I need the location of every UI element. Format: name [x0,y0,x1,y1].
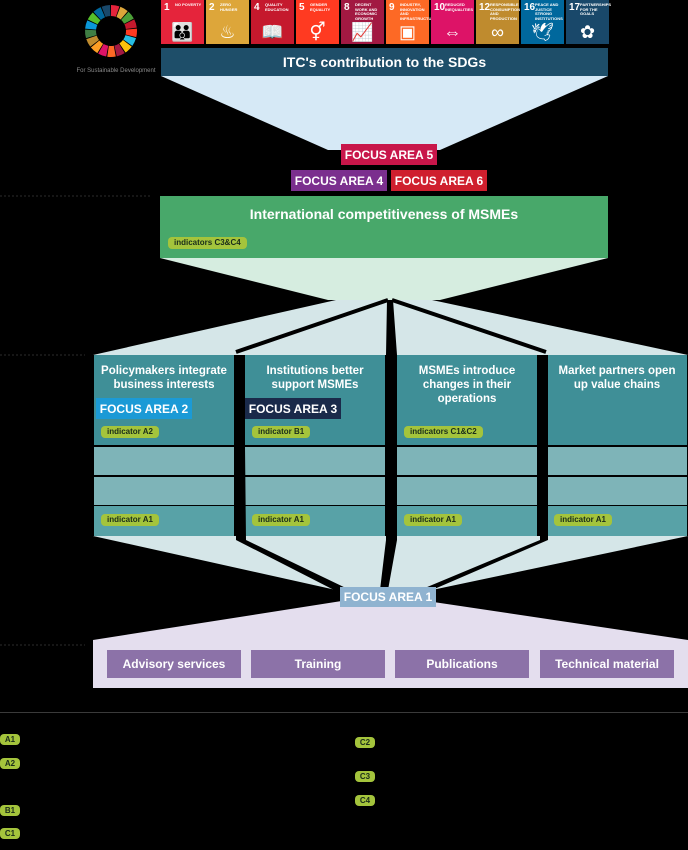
legend-divider [0,712,688,713]
indicator-badge-bottom: indicator A1 [252,514,310,526]
sdg-tile-2: 2 Zero hunger ♨ [206,0,249,44]
legend-indicator-c4: C4 [355,795,375,806]
sdg-tile-label: Reduced inequalities [445,2,474,12]
sdg-tile-number: 2 [209,2,215,13]
sdg-tile-label: Quality education [265,2,289,12]
sdg-tile-number: 17 [569,2,581,13]
sdg-tile-number: 9 [389,2,395,13]
legend-indicator-c2: C2 [355,737,375,748]
sdg-tile-label: Gender equality [310,2,331,12]
legend-indicator-b1: B1 [0,805,20,816]
sdg-tile-16: 16Peace and justice strong institutions🕊 [521,0,564,44]
outcome-band-b [94,477,234,505]
outcome-band-a [94,447,234,475]
outcome-band-b [397,477,537,505]
sdg-tile-4: 4 Quality education 📖 [251,0,294,44]
sdg-tile-label: Peace and justice strong institutions [535,2,563,21]
itc-contribution-bar: ITC's contribution to the SDGs [161,48,608,76]
legend-indicator-c1: C1 [0,828,20,839]
sdg-tile-label: Zero hunger [220,2,238,12]
outcome-column-4 [547,355,687,445]
sdg-tile-label: Responsible consumption and production [490,2,520,21]
equality-icon: ⇔ [443,22,462,42]
sdg-tile-label: Decent work and economic growth [355,2,378,21]
focus-area-5-badge: FOCUS AREA 5 [341,144,437,165]
sdg-tile-number: 10 [434,2,446,13]
indicator-badge-top: indicator B1 [252,426,311,438]
infinity-icon: ∞ [491,22,504,42]
service-publications: Publications [395,650,529,678]
legend-indicator-c3: C3 [355,771,375,782]
sdg-tile-8: 8 Decent work and economic growth📈 [341,0,384,44]
bowl-icon: ♨ [219,22,236,42]
sdg-tile-9: 9 Industry, innovation and infrastructure… [386,0,437,44]
sdg-tile-1: 1 No poverty 👪 [161,0,204,44]
sdg-tile-5: 5 Gender equality ⚥ [296,0,339,44]
focus-area-4-badge: FOCUS AREA 4 [291,170,387,191]
indicator-badge-top: indicators C1&C2 [404,426,483,438]
sdg-tile-number: 16 [524,2,536,13]
competitiveness-title: International competitiveness of MSMEs [249,206,519,222]
sdg-tile-number: 4 [254,2,260,13]
outcome-title: Market partners open up value chains [558,365,676,391]
sdg-tile-label: Industry, innovation and infrastructure [400,2,437,21]
flower-icon: ✿ [579,22,596,42]
sdg-tile-label: Partnerships for the goals [580,2,612,16]
focus-area-6-badge: FOCUS AREA 6 [391,170,487,191]
outcome-title: MSMEs introduce changes in their operati… [418,365,516,405]
sdg-tile-number: 8 [344,2,350,13]
growth-chart-icon: 📈 [351,22,374,42]
service-technical-material: Technical material [540,650,674,678]
indicator-badge-top: indicator A2 [101,426,159,438]
outcome-title: Institutions better support MSMEs [266,365,364,391]
book-icon: 📖 [261,22,284,42]
legend-indicator-a1: A1 [0,734,20,745]
focus-area-3-badge: FOCUS AREA 3 [245,398,341,419]
sdg-tile-label: No poverty [175,2,202,7]
sdg-wheel-logo [85,5,138,58]
outcome-band-b [547,477,687,505]
service-training: Training [251,650,385,678]
sdg-tile-number: 5 [299,2,305,13]
indicator-badge-bottom: indicator A1 [404,514,462,526]
sdg-tile-number: 12 [479,2,491,13]
focus-area-1-badge: FOCUS AREA 1 [340,587,436,607]
outcome-band-a [397,447,537,475]
gender-icon: ⚥ [309,22,326,42]
outcome-band-a [245,447,385,475]
indicator-badge-bottom: indicator A1 [101,514,159,526]
cubes-icon: ▣ [398,22,416,42]
competitiveness-funnel [160,258,608,300]
sdg-tile-17: 17Partnerships for the goals ✿ [566,0,612,44]
outcome-band-b [245,477,385,505]
focus-area-2-badge: FOCUS AREA 2 [96,398,192,419]
outcome-title: Policymakers integrate business interest… [101,365,227,391]
service-advisory-services: Advisory services [107,650,241,678]
sdg-tile-12: 12Responsible consumption and production… [476,0,520,44]
sdg-funnel [161,76,608,150]
indicator-badge-c3-c4: indicators C3&C4 [168,237,247,249]
people-icon: 👪 [171,22,194,42]
legend-indicator-a2: A2 [0,758,20,769]
services-funnel [93,600,688,640]
outcome-band-a [547,447,687,475]
sdg-tile-10: 10Reduced inequalities ⇔ [431,0,474,44]
indicator-badge-bottom: indicator A1 [554,514,612,526]
dove-icon: 🕊 [531,22,554,42]
sdg-logo-caption: For Sustainable Development [76,68,156,74]
sdg-tile-number: 1 [164,2,170,13]
